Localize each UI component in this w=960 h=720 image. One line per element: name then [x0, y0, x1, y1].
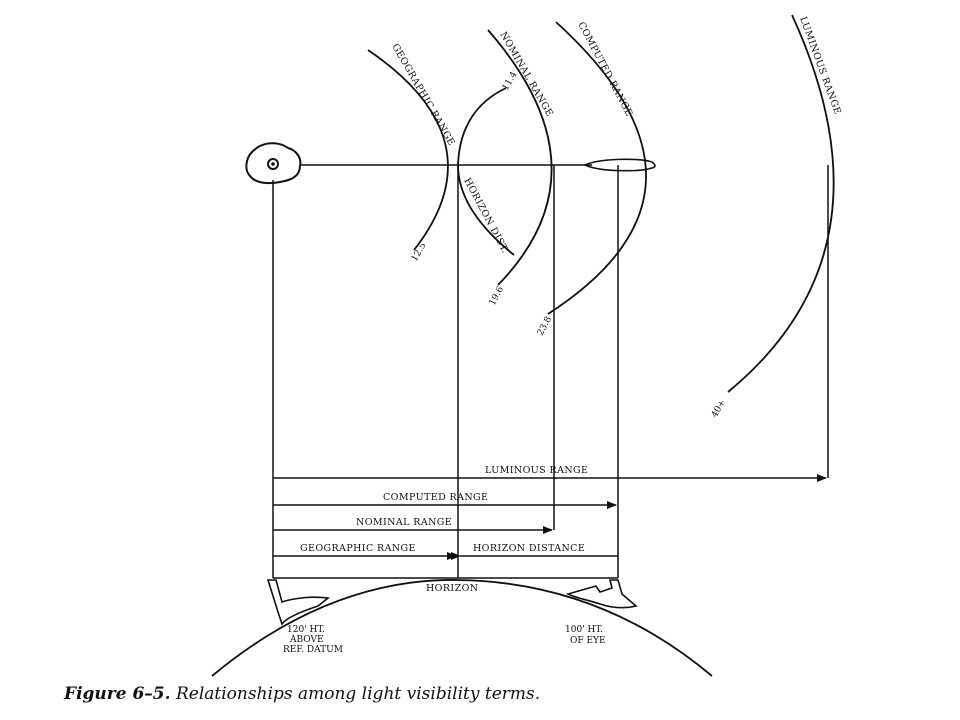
computed-range-arc [547, 21, 647, 315]
computed-range-arc-label: COMPUTED RANGE [575, 20, 634, 118]
ship-height-line2: OF EYE [570, 636, 606, 646]
figure-caption-text: Relationships among light visibility ter… [175, 684, 541, 704]
geographic-range-arc-label: GEOGRAPHIC RANGE [389, 42, 456, 148]
lighthouse-height-line2: ABOVE [289, 635, 324, 645]
figure-caption: Figure 6–5. Relationships among light vi… [64, 684, 924, 704]
earth-curvature [211, 579, 713, 677]
lighthouse-island-icon [245, 142, 302, 185]
nominal-range-arc-label: NOMINAL RANGE [497, 30, 555, 119]
value-19-6: 19.6 [488, 285, 506, 308]
lighthouse-height-line3: REF. DATUM [283, 645, 343, 655]
lighthouse-icon [266, 579, 330, 626]
lighthouse-height-line1: 120' HT. [287, 625, 325, 635]
eleven-four-arc [457, 87, 507, 166]
drop-lines [272, 165, 829, 578]
luminous-range-arc-label: LUMINOUS RANGE [797, 15, 843, 116]
geographic-range-bar-label: GEOGRAPHIC RANGE [300, 543, 416, 554]
horizon-label: HORIZON [426, 583, 478, 594]
range-bars: LUMINOUS RANGE COMPUTED RANGE NOMINAL RA… [273, 465, 827, 579]
nominal-range-arc [487, 29, 553, 286]
value-12-5: 12.5 [410, 241, 429, 264]
geographic-range-arc [367, 49, 449, 251]
ship-height-line1: 100' HT. [565, 625, 603, 635]
value-23-8: 23.8 [536, 315, 554, 338]
computed-range-bar-label: COMPUTED RANGE [383, 492, 488, 503]
ship-on-earth-icon [565, 579, 638, 609]
luminous-range-arc [727, 14, 835, 393]
luminous-range-bar-label: LUMINOUS RANGE [485, 465, 588, 476]
horizon-dist-arc-label: HORIZON DIST. [461, 176, 510, 255]
horizon-distance-bar-label: HORIZON DISTANCE [473, 543, 585, 554]
value-11-4: 11.4 [501, 70, 520, 93]
figure-number: Figure 6–5. [64, 684, 171, 704]
nominal-range-bar-label: NOMINAL RANGE [356, 517, 452, 528]
value-40-plus: 40+ [710, 398, 728, 419]
